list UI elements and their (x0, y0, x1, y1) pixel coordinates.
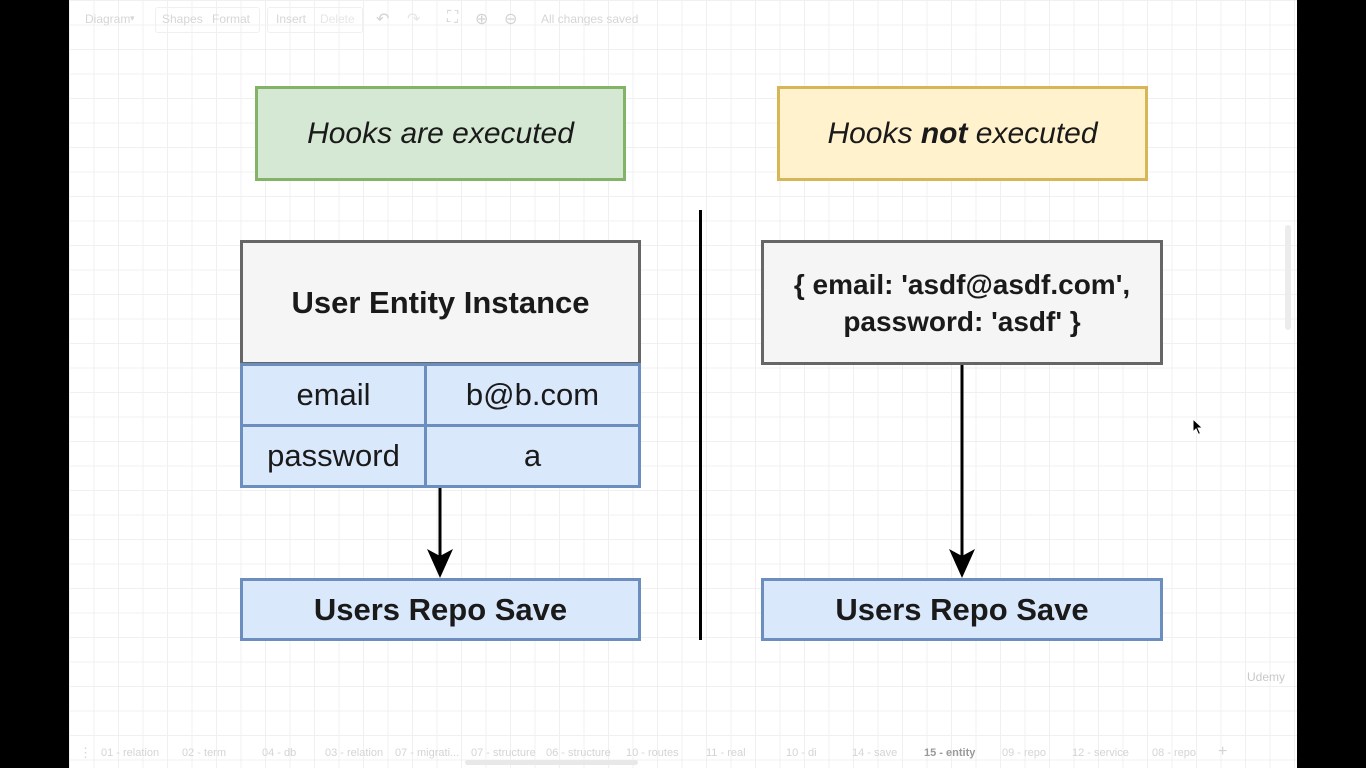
banner-suffix: executed (967, 116, 1098, 150)
page-tab[interactable]: 01 - relation (101, 747, 160, 759)
user-entity-header[interactable]: User Entity Instance (240, 240, 641, 365)
add-page-icon[interactable]: + (1218, 743, 1228, 760)
diagram-canvas[interactable]: Diagram ▾ Shapes Format Insert Delete ↶ … (69, 0, 1297, 768)
page-tab[interactable]: 14 - save (852, 747, 898, 759)
save-status: All changes saved (541, 12, 639, 26)
page-tab[interactable]: 10 - di (786, 747, 817, 759)
hooks-not-executed-banner[interactable]: Hooks not executed (777, 86, 1148, 181)
delete-button[interactable]: Delete (320, 12, 355, 26)
undo-icon[interactable]: ↶ (376, 11, 390, 28)
shapes-tab[interactable]: Shapes (162, 12, 203, 26)
chevron-down-icon: ▾ (130, 13, 135, 23)
insert-group (267, 7, 363, 33)
password-value-cell[interactable]: a (424, 424, 641, 488)
save-right-label: Users Repo Save (835, 591, 1089, 627)
page-tab[interactable]: 02 - term (182, 747, 227, 759)
page-tab[interactable]: 11 - real (706, 747, 746, 759)
toolbar: Diagram ▾ Shapes Format Insert Delete ↶ … (69, 4, 1297, 34)
hooks-not-executed-text: Hooks not executed (827, 117, 1097, 151)
page-tab[interactable]: 03 - relation (325, 747, 384, 759)
email-label-cell[interactable]: email (240, 363, 427, 427)
banner-emphasis: not (920, 116, 968, 150)
redo-icon[interactable]: ↷ (407, 11, 421, 28)
pages-menu-icon[interactable]: ⋮ (79, 745, 92, 760)
horizontal-scrollbar[interactable] (465, 760, 638, 765)
object-line-2: password: 'asdf' } (843, 305, 1081, 337)
right-arrowhead (949, 549, 975, 578)
password-label: password (267, 438, 400, 473)
vertical-divider[interactable] (699, 210, 702, 640)
page-tab[interactable]: 09 - repo (1002, 747, 1047, 759)
email-value-cell[interactable]: b@b.com (424, 363, 641, 427)
user-entity-title: User Entity Instance (291, 284, 590, 320)
vertical-scrollbar[interactable] (1285, 225, 1291, 330)
password-value: a (523, 438, 542, 473)
save-left-label: Users Repo Save (313, 591, 568, 627)
email-label: email (296, 377, 371, 412)
panel-tabs (155, 7, 260, 33)
hooks-executed-text: Hooks are executed (307, 116, 574, 150)
object-line-1: { email: 'asdf@asdf.com', (793, 268, 1131, 300)
banner-prefix: Hooks (827, 116, 921, 150)
page-tab[interactable]: 07 - structure (471, 747, 536, 759)
hooks-executed-banner[interactable]: Hooks are executed (255, 86, 626, 181)
page-tab[interactable]: 15 - entity (924, 747, 976, 759)
udemy-watermark: Udemy (1247, 670, 1286, 684)
format-tab[interactable]: Format (212, 12, 251, 26)
page-tab[interactable]: 10 - routes (626, 747, 679, 759)
diagram-menu[interactable]: Diagram (85, 12, 131, 26)
page-tab[interactable]: 04 - db (262, 747, 297, 759)
plain-object-box[interactable]: { email: 'asdf@asdf.com', password: 'asd… (761, 240, 1163, 365)
users-repo-save-left[interactable]: Users Repo Save (240, 578, 641, 641)
left-arrowhead (427, 549, 453, 578)
fullscreen-icon[interactable]: ⛶ (447, 9, 459, 26)
page-tab[interactable]: 06 - structure (546, 747, 611, 759)
users-repo-save-right[interactable]: Users Repo Save (761, 578, 1163, 641)
insert-menu[interactable]: Insert (276, 12, 307, 26)
password-label-cell[interactable]: password (240, 424, 427, 488)
page-tab[interactable]: 07 - migrati... (395, 747, 460, 759)
page-tabs-bar: ⋮ 01 - relation 02 - term 04 - db 03 - rela… (69, 740, 1297, 768)
email-value: b@b.com (465, 377, 600, 412)
page-tab[interactable]: 12 - service (1072, 747, 1129, 759)
page-tab[interactable]: 08 - repo (1152, 747, 1197, 759)
zoom-out-icon[interactable]: ⊖ (504, 11, 518, 28)
zoom-in-icon[interactable]: ⊕ (475, 11, 489, 28)
mouse-cursor-icon (1192, 418, 1204, 436)
